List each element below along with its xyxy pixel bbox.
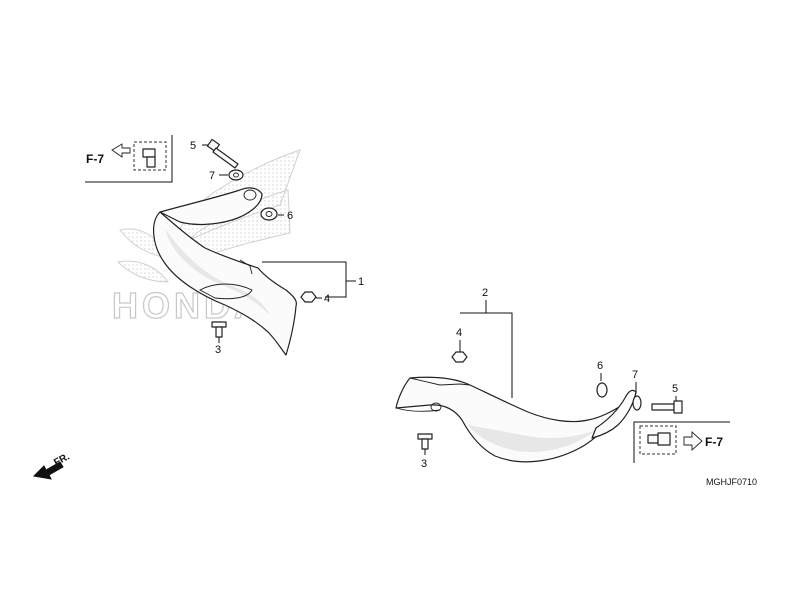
right-callout-2-leader xyxy=(460,300,513,398)
front-direction-label: FR. xyxy=(52,451,72,468)
left-callout-6: 6 xyxy=(287,210,293,222)
front-direction-arrow-icon: FR. xyxy=(32,451,72,480)
left-grommet-6 xyxy=(260,207,278,221)
right-callout-7: 7 xyxy=(632,369,638,381)
right-washer-7 xyxy=(632,395,642,411)
right-ref-box-frame xyxy=(633,421,730,463)
right-nut-4 xyxy=(451,351,468,363)
left-washer-7 xyxy=(228,169,244,181)
right-handguard-bracket xyxy=(591,389,637,439)
left-callout-1: 1 xyxy=(358,276,364,288)
left-bolt-5 xyxy=(206,138,239,169)
left-callout-7: 7 xyxy=(209,170,215,182)
right-ref-bolt-icon xyxy=(647,432,671,446)
right-ref-label: F-7 xyxy=(705,435,723,449)
left-ref-detail-box xyxy=(133,141,167,171)
right-callout-4: 4 xyxy=(456,327,462,339)
left-ref-bolt-icon xyxy=(142,148,156,168)
right-callout-6: 6 xyxy=(597,360,603,372)
right-handguard-assembly: 2 4 6 7 5 3 xyxy=(395,287,730,470)
right-bolt-5 xyxy=(651,400,683,414)
right-grommet-6 xyxy=(596,382,608,398)
right-ref-arrow-icon xyxy=(683,430,703,452)
left-callout-5: 5 xyxy=(190,140,196,152)
diagram-code: MGHJF0710 xyxy=(706,477,757,487)
right-callout-3: 3 xyxy=(421,458,427,470)
right-callout-2: 2 xyxy=(482,287,488,299)
left-handguard-assembly: F-7 5 7 6 1 xyxy=(85,135,364,356)
right-ref-detail-box xyxy=(639,425,677,455)
left-screw-3 xyxy=(211,321,227,338)
left-callout-3: 3 xyxy=(215,344,221,356)
right-callout-5: 5 xyxy=(672,383,678,395)
left-ref-arrow-icon xyxy=(111,143,131,158)
left-handguard-bracket xyxy=(159,187,263,226)
left-callout-4: 4 xyxy=(324,293,330,305)
left-callout-1-leader xyxy=(262,261,347,298)
left-nut-4 xyxy=(300,291,317,303)
left-handguard-vent xyxy=(199,283,253,300)
right-screw-3 xyxy=(417,433,433,450)
left-ref-box-frame xyxy=(85,135,173,183)
left-ref-label: F-7 xyxy=(86,152,104,166)
